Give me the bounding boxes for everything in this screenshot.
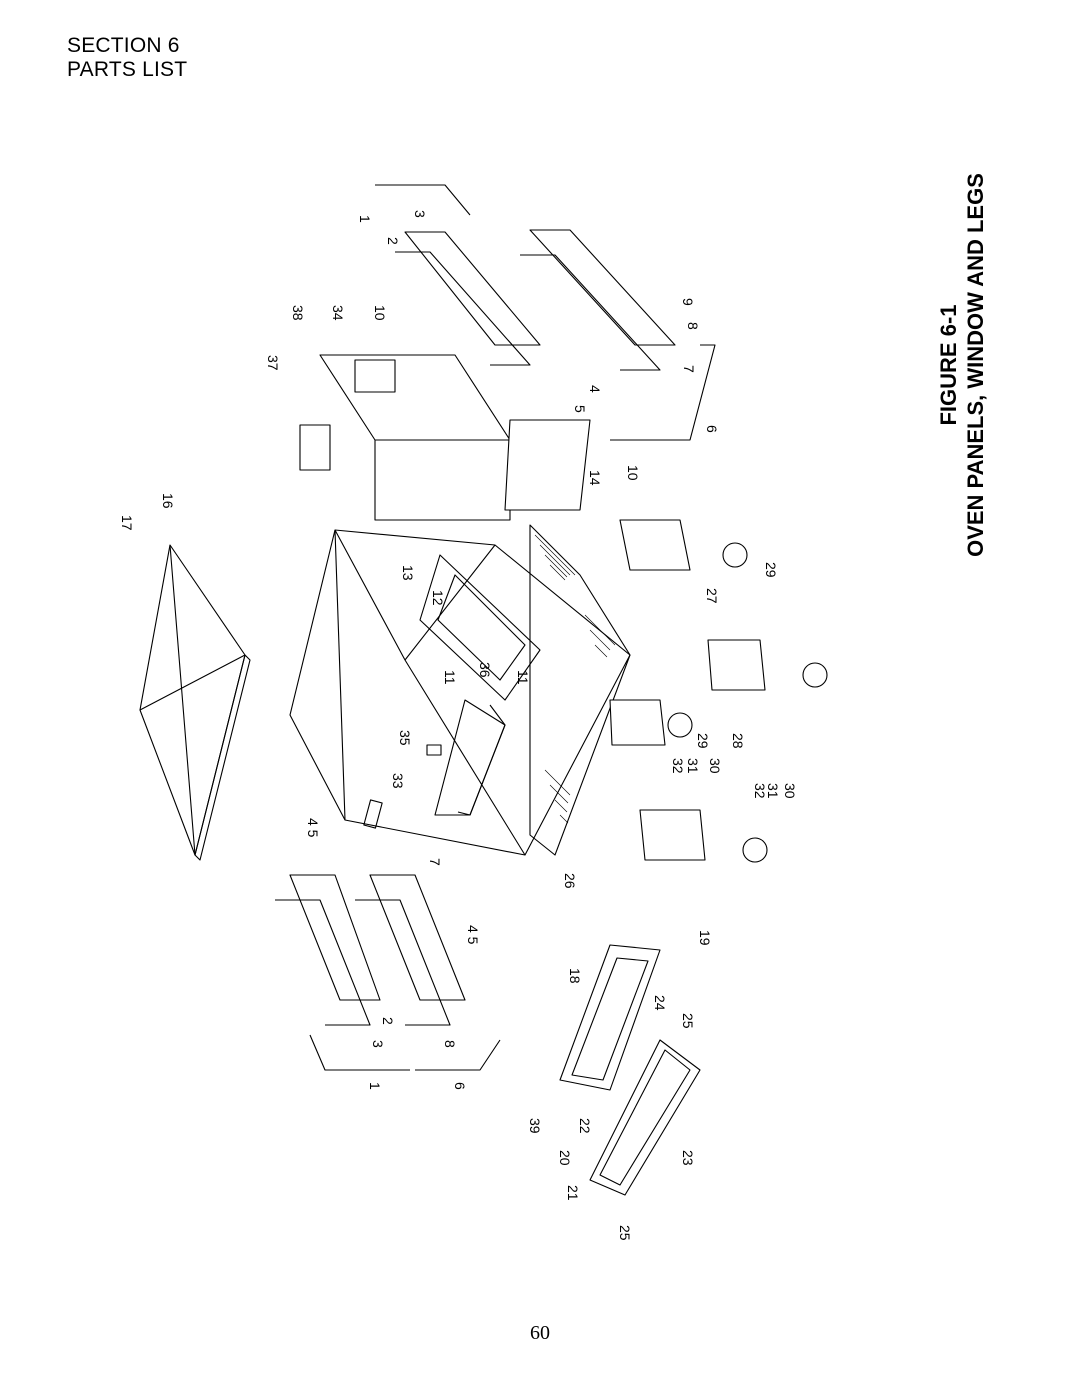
callout: 16	[160, 493, 176, 509]
callout: 3	[370, 1040, 386, 1048]
callout: 17	[119, 515, 135, 531]
callout: 1	[367, 1082, 383, 1090]
callout: 6	[704, 425, 720, 433]
callout: 32	[752, 783, 768, 799]
window-assembly	[559, 944, 701, 1196]
callout: 7	[427, 858, 443, 866]
callout: 4	[587, 385, 603, 393]
callout: 8	[685, 322, 701, 330]
callout: 34	[330, 305, 346, 321]
callout: 18	[567, 968, 583, 984]
callout-labels: 1 2 3 38 34 10 9 8 7 6 37 4 5 14 10 17 1…	[119, 210, 798, 1241]
callout: 36	[477, 662, 493, 678]
callout: 25	[617, 1225, 633, 1241]
callout: 2	[380, 1017, 396, 1025]
callout: 26	[562, 873, 578, 889]
rear-panel	[299, 354, 511, 521]
callout: 29	[695, 733, 711, 749]
side-panels	[275, 184, 716, 1071]
parts-list-heading: PARTS LIST	[67, 58, 188, 81]
callout: 14	[587, 470, 603, 486]
callout: 2	[385, 237, 401, 245]
callout: 35	[397, 730, 413, 746]
callout: 19	[697, 930, 713, 946]
callout: 12	[430, 590, 446, 606]
callout: 5	[572, 405, 588, 413]
callout: 25	[680, 1013, 696, 1029]
callout: 4 5	[305, 818, 321, 838]
callout: 27	[704, 588, 720, 604]
callout: 33	[390, 773, 406, 789]
callout: 9	[680, 298, 696, 306]
callout: 7	[681, 365, 697, 373]
callout: 32	[670, 758, 686, 774]
callout: 13	[400, 565, 416, 581]
page-number: 60	[530, 1322, 550, 1344]
callout: 38	[290, 305, 306, 321]
callout: 11	[442, 670, 458, 685]
callout: 31	[685, 758, 701, 774]
callout: 22	[577, 1118, 593, 1134]
callout: 6	[452, 1082, 468, 1090]
top-panel	[139, 544, 251, 861]
callout: 3	[412, 210, 428, 218]
callout: 8	[442, 1040, 458, 1048]
legs-and-casters	[609, 519, 828, 863]
callout: 39	[527, 1118, 543, 1134]
callout: 23	[680, 1150, 696, 1166]
callout: 30	[782, 783, 798, 799]
callout: 10	[625, 465, 641, 481]
section-heading: SECTION 6	[67, 34, 180, 57]
callout: 1	[357, 215, 373, 223]
callout: 28	[730, 733, 746, 749]
callout: 30	[707, 758, 723, 774]
callout: 37	[265, 355, 281, 371]
callout: 11	[515, 670, 531, 685]
callout: 24	[652, 995, 668, 1011]
callout: 4 5	[465, 925, 481, 945]
callout: 21	[565, 1185, 581, 1201]
callout: 29	[763, 562, 779, 578]
callout: 10	[372, 305, 388, 321]
callout: 31	[765, 783, 781, 799]
callout: 20	[557, 1150, 573, 1166]
oven-cabinet	[289, 524, 631, 856]
